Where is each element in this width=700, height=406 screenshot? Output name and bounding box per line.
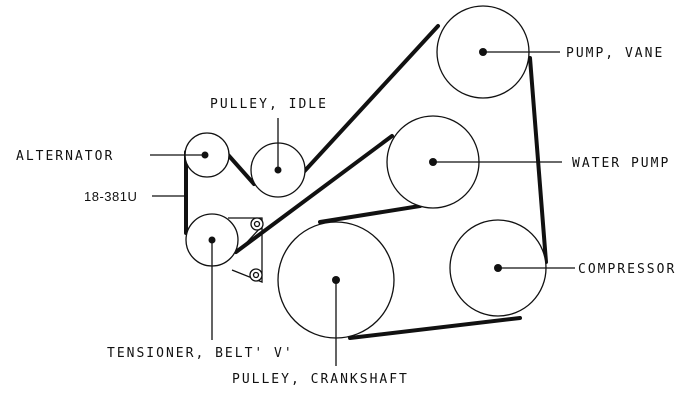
label-tensioner: TENSIONER, BELT' V' xyxy=(107,346,294,361)
leader-lines xyxy=(150,51,575,366)
label-pump-vane: PUMP, VANE xyxy=(566,46,664,61)
pump-to-compressor-belt xyxy=(528,56,548,264)
label-alternator: ALTERNATOR xyxy=(16,149,114,164)
idle-to-pump-belt xyxy=(298,24,440,178)
belt-lines xyxy=(184,24,548,340)
label-belt-part-number: 18-381U xyxy=(84,189,137,204)
label-water-pump: WATER PUMP xyxy=(572,156,670,171)
tensioner-bracket xyxy=(228,217,264,283)
label-pulley-crankshaft: PULLEY, CRANKSHAFT xyxy=(232,372,409,387)
crank-to-waterpump-belt xyxy=(318,204,422,224)
compressor-to-crank-belt xyxy=(348,316,522,340)
label-pulley-idle: PULLEY, IDLE xyxy=(210,97,328,112)
label-compressor: COMPRESSOR xyxy=(578,262,676,277)
